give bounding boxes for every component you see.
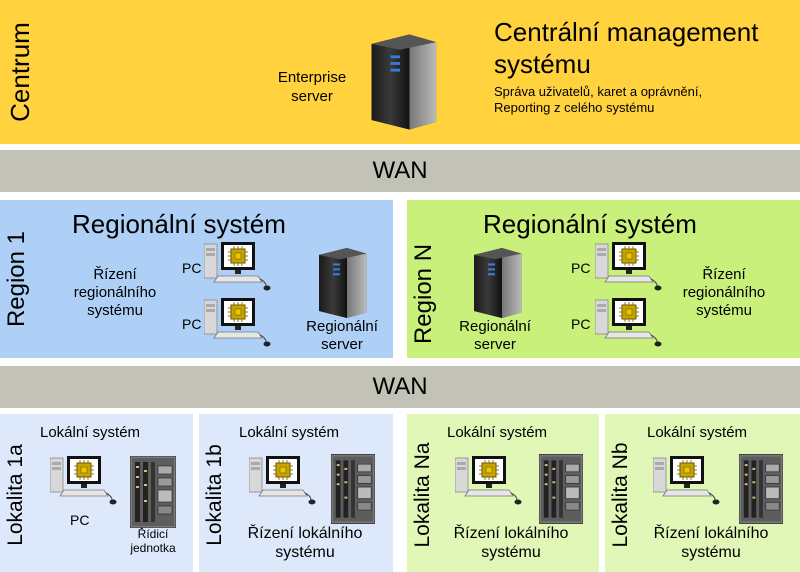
region-n-pc2-label: PC <box>571 316 591 332</box>
local-1a-control-unit-icon <box>130 456 176 528</box>
local-1a-pc-label: PC <box>70 512 90 528</box>
local-nb-control-unit-icon <box>739 454 783 524</box>
local-na-control-unit-icon <box>539 454 583 524</box>
centrum-title: Centrální management systému <box>494 17 759 79</box>
local-na-panel: Lokalita Na Lokální systém Řízení lokáln… <box>407 414 599 572</box>
region-n-pc1-label: PC <box>571 260 591 276</box>
centrum-side-label: Centrum <box>5 22 35 122</box>
local-1a-side-label: Lokalita 1a <box>4 444 27 546</box>
local-1b-control-unit-icon <box>331 454 375 524</box>
region-n-pc1-icon <box>595 242 662 291</box>
local-1b-title: Lokální systém <box>239 424 340 441</box>
region-1-server-label: Regionální server <box>306 318 378 353</box>
wan-label: WAN <box>372 157 428 184</box>
region-n-side-label: Region N <box>410 243 437 345</box>
local-1b-description: Řízení lokálního systému <box>247 525 363 561</box>
local-1a-panel: Lokalita 1a Lokální systém PC Řídicí jed… <box>0 414 193 572</box>
region-n-pc2-icon <box>595 298 662 347</box>
region-1-panel: Region 1 Regionální systém Řízení region… <box>0 200 393 358</box>
local-nb-panel: Lokalita Nb Lokální systém Řízení lokáln… <box>605 414 800 572</box>
region-1-side-label: Region 1 <box>3 230 30 328</box>
region-n-title: Regionální systém <box>483 209 697 239</box>
local-1a-title: Lokální systém <box>40 424 141 441</box>
wan-label: WAN <box>372 373 428 400</box>
local-na-title: Lokální systém <box>447 424 548 441</box>
region-1-pc1-icon <box>204 242 271 291</box>
region-1-pc2-label: PC <box>182 316 202 332</box>
region-1-description: Řízení regionálního systému <box>73 266 157 319</box>
region-1-pc1-label: PC <box>182 260 202 276</box>
local-nb-pc-icon <box>653 456 720 505</box>
region-n-server-icon <box>474 248 522 318</box>
region-1-server-icon <box>319 248 367 318</box>
wan-bar-bottom: WAN <box>0 366 800 408</box>
local-na-pc-icon <box>455 456 522 505</box>
enterprise-server-label: Enterprise server <box>277 69 347 105</box>
region-1-pc2-icon <box>204 298 271 347</box>
region-1-title: Regionální systém <box>72 209 286 239</box>
local-na-description: Řízení lokálního systému <box>453 525 569 561</box>
centrum-description: Správa uživatelů, karet a oprávnění, Rep… <box>494 84 703 115</box>
local-1b-panel: Lokalita 1b Lokální systém Řízení lokáln… <box>199 414 393 572</box>
region-n-description: Řízení regionálního systému <box>682 266 766 319</box>
wan-bar-top: WAN <box>0 150 800 192</box>
local-nb-title: Lokální systém <box>647 424 748 441</box>
region-n-server-label: Regionální server <box>459 318 531 353</box>
centrum-panel: Centrum Enterprise server Centrální mana… <box>0 0 800 144</box>
local-nb-description: Řízení lokálního systému <box>653 525 769 561</box>
local-1a-pc-icon <box>50 456 117 505</box>
region-n-panel: Region N Regionální systém Regionální se… <box>407 200 800 358</box>
local-1a-control-unit-label: Řídicí jednotka <box>130 527 176 555</box>
enterprise-server-icon <box>371 34 437 130</box>
local-1b-pc-icon <box>249 456 316 505</box>
